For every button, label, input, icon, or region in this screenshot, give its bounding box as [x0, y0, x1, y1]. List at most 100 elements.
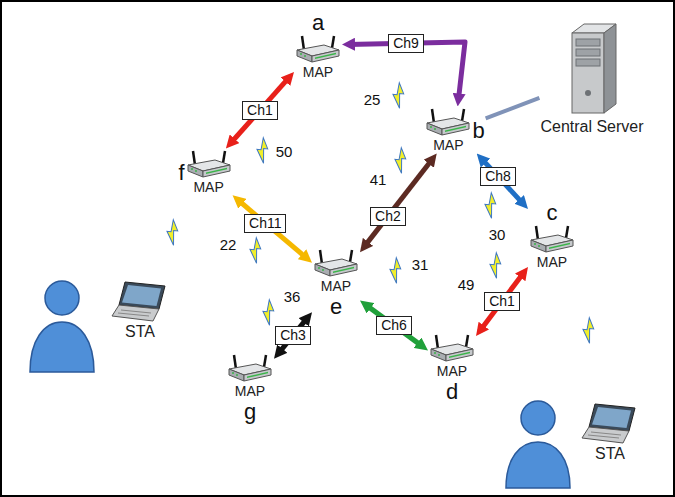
drawing-part: [442, 123, 469, 135]
user-body: [30, 322, 94, 372]
drawing-part: [438, 354, 440, 356]
drawing-part: [466, 335, 468, 347]
drawing-part: [592, 407, 631, 428]
drawing-part: [333, 266, 354, 272]
access-point-unit: MAP: [529, 225, 575, 270]
channel-label: Ch1: [242, 101, 278, 120]
central-server: Central Server: [539, 20, 644, 137]
drawing-part: [203, 165, 230, 177]
router-icon: [295, 35, 341, 65]
drawing-part: [582, 427, 629, 443]
node-letter: e: [330, 295, 342, 318]
lightning-bolt: [486, 252, 505, 278]
drawing-part: [320, 250, 322, 264]
channel-label: Ch3: [275, 326, 311, 345]
link-metric: 30: [489, 227, 506, 243]
node-letter: c: [547, 201, 558, 224]
drawing-part: [446, 349, 473, 361]
drawing-part: [191, 168, 193, 170]
user-figure: [506, 401, 570, 488]
wireless-links: [163, 82, 598, 343]
drawing-part: [315, 52, 336, 58]
drawing-part: [302, 36, 304, 50]
device-label: MAP: [235, 384, 265, 399]
backbone-link: [486, 98, 540, 118]
drawing-part: [576, 59, 600, 66]
station-laptop: STA: [110, 279, 170, 342]
drawing-part: [229, 369, 244, 381]
drawing-part: [432, 109, 434, 123]
user-body: [506, 442, 570, 488]
device-label: STA: [125, 323, 155, 341]
drawing-part: [536, 226, 538, 240]
drawing-part: [121, 310, 151, 313]
lightning-bolt: [246, 237, 265, 263]
access-point-unit: MAP: [227, 354, 273, 399]
drawing-part: [118, 313, 149, 316]
drawing-part: [462, 109, 464, 121]
device-label: MAP: [433, 138, 463, 153]
drawing-part: [589, 404, 635, 431]
laptop-icon: [581, 402, 639, 444]
lightning-bolt: [163, 219, 182, 245]
drawing-part: [549, 242, 570, 248]
mesh-access-point: aMAP: [294, 10, 342, 81]
channel-link: [237, 199, 307, 259]
drawing-part: [546, 240, 573, 252]
drawing-part: [315, 264, 330, 276]
drawing-part: [576, 49, 600, 56]
mesh-access-point: gMAP: [226, 353, 274, 424]
access-point-unit: MAP: [186, 150, 232, 195]
drawing-part: [431, 349, 446, 361]
server-icon: [564, 21, 620, 117]
link-metric: 22: [220, 237, 237, 253]
access-point-unit: MAP: [425, 108, 471, 153]
drawing-part: [436, 335, 438, 349]
router-icon: [186, 150, 232, 180]
drawing-part: [188, 165, 203, 177]
drawing-part: [206, 167, 227, 173]
drawing-part: [304, 55, 306, 57]
channel-link: [364, 158, 433, 247]
drawing-part: [112, 305, 159, 321]
lightning-bolt: [481, 192, 500, 218]
mesh-access-point: eMAP: [312, 248, 360, 319]
lightning-bolt: [391, 147, 410, 173]
channel-link: [481, 158, 524, 205]
drawing-part: [604, 24, 616, 113]
node-letter: g: [244, 400, 256, 423]
lightning-bolt: [253, 137, 272, 163]
device-label: MAP: [321, 279, 351, 294]
user-head: [521, 401, 555, 435]
drawing-part: [566, 226, 568, 238]
channel-label: Ch11: [244, 214, 286, 233]
drawing-part: [300, 53, 302, 55]
drawing-part: [538, 245, 540, 247]
channel-link: [365, 304, 423, 347]
drawing-part: [223, 151, 225, 163]
drawing-part: [244, 369, 271, 381]
drawing-part: [332, 36, 334, 48]
channel-label: Ch1: [484, 292, 520, 311]
router-icon: [529, 225, 575, 255]
drawing-part: [449, 351, 470, 357]
channel-label: Ch8: [480, 167, 516, 186]
drawing-part: [434, 128, 436, 130]
drawing-part: [119, 282, 165, 309]
link-metric: 50: [276, 144, 293, 160]
device-label: MAP: [437, 364, 467, 379]
drawing-part: [534, 243, 536, 245]
router-icon: [429, 334, 475, 364]
drawing-part: [297, 50, 312, 62]
router-icon: [313, 249, 359, 279]
drawing-part: [312, 50, 339, 62]
laptop-icon: [111, 280, 169, 322]
link-metric: 31: [412, 257, 429, 273]
link-metric: 36: [284, 289, 301, 305]
lightning-bolt: [259, 299, 278, 325]
access-point-unit: MAP: [429, 334, 475, 379]
device-label: MAP: [303, 65, 333, 80]
device-label: Central Server: [540, 118, 643, 136]
user-figure: [30, 281, 94, 372]
